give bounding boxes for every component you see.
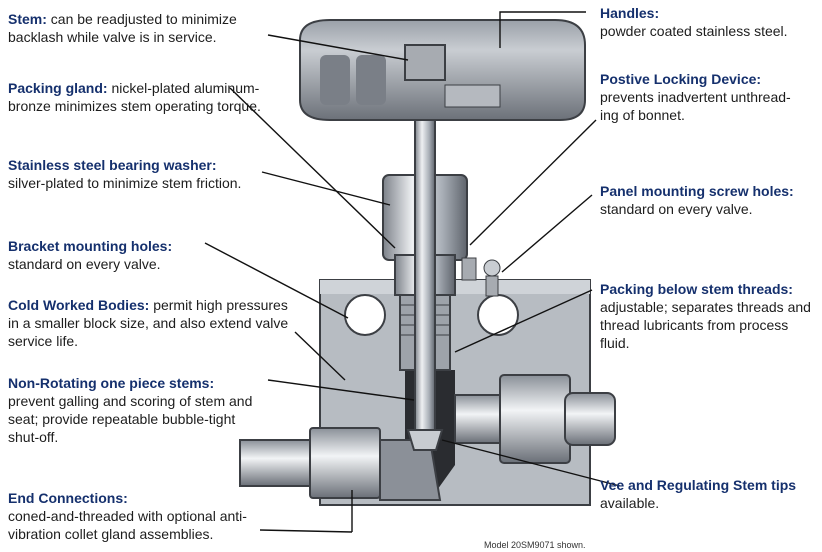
callout-vee-tips-title: Vee and Regulating Stem tips [600,477,797,493]
leader-packing-gland [229,87,396,249]
callout-locking-title: Postive Locking Device: [600,71,762,87]
callout-handles-title: Handles: [600,5,660,21]
leader-non-rotating [267,379,415,401]
leader-handles [499,11,586,48]
handle-grip-2 [356,55,386,105]
callout-packing-below-title: Packing below stem threads: [600,281,793,297]
callout-cold-worked-title: Cold Worked Bodies: [8,297,150,313]
model-caption: Model 20SM9071 shown. [484,540,586,550]
callout-bearing-washer: Stainless steel bearing washer: silver-pl… [8,156,278,192]
bracket-hole-right [477,294,519,336]
handle [299,19,586,121]
callout-stem: Stem: can be readjusted to minimize back… [8,10,278,46]
inlet-fitting [239,427,442,501]
outlet-nut [499,374,571,464]
outlet-fitting [454,374,616,464]
callout-non-rotating-title: Non-Rotating one piece stems: [8,375,215,391]
callout-handles-text: powder coated stainless steel. [600,23,788,39]
leader-bearing-washer [261,171,391,206]
callout-bearing-washer-title: Stainless steel bearing washer: [8,157,217,173]
panel-screw-shank [485,275,499,297]
leader-cold-worked [294,331,346,381]
lock-clip [461,257,477,281]
callout-non-rotating: Non-Rotating one piece stems: prevent gal… [8,374,270,446]
callout-bracket-holes-title: Bracket mounting holes: [8,238,173,254]
callout-bearing-washer-text: silver-plated to minimize stem friction. [8,175,242,191]
inlet-nut [309,427,381,499]
callout-end-connections-text: coned-and-threaded with optional anti-vi… [8,508,247,542]
callout-panel-holes: Panel mounting screw holes: standard on e… [600,182,800,218]
callout-locking: Postive Locking Device: prevents inadvert… [600,70,800,124]
callout-cold-worked: Cold Worked Bodies: permit high pressure… [8,296,298,350]
handle-set-screw [444,84,501,108]
leader-end-connections [259,529,353,533]
callout-non-rotating-text: prevent galling and scoring of stem and … [8,393,253,445]
callout-bracket-holes-text: standard on every valve. [8,256,161,272]
leader-locking [469,119,597,246]
leader-stem [267,34,409,61]
callout-vee-tips-text: available. [600,495,660,511]
leader-bracket-holes [204,242,349,319]
locking-device [461,257,501,297]
leader-lines [204,11,621,533]
callout-stem-text: can be readjusted to minimize backlash w… [8,11,237,45]
leader-vee-tips [441,439,621,487]
callout-packing-gland-title: Packing gland: [8,80,108,96]
callout-stem-title: Stem: [8,11,47,27]
callout-handles: Handles: powder coated stainless steel. [600,4,815,40]
callout-packing-gland: Packing gland: nickel-plated aluminum-br… [8,79,268,115]
callout-vee-tips: Vee and Regulating Stem tips available. [600,476,810,512]
bracket-hole-left [344,294,386,336]
callout-bracket-holes: Bracket mounting holes: standard on every… [8,237,278,273]
callout-packing-gland-text: nickel-plated aluminum-bronze minimizes … [8,80,261,114]
outlet-tube-end [564,392,616,446]
stem-tip [406,429,444,451]
stem-top-nut [404,44,446,81]
callout-packing-below: Packing below stem threads: adjustable; … [600,280,818,352]
callout-locking-text: prevents inadvertent unthread-ing of bon… [600,89,791,123]
leader-panel-holes [501,194,593,273]
leader-packing-below [454,289,593,353]
callout-panel-holes-text: standard on every valve. [600,201,753,217]
callout-panel-holes-title: Panel mounting screw holes: [600,183,794,199]
callout-end-connections: End Connections: coned-and-threaded with … [8,489,270,543]
handle-grip-1 [320,55,350,105]
callout-cold-worked-text: permit high pressures in a smaller block… [8,297,289,349]
callout-packing-below-text: adjustable; separates threads and thread… [600,299,811,351]
panel-screw-head [483,259,501,277]
stem [406,54,444,451]
callout-end-connections-title: End Connections: [8,490,128,506]
